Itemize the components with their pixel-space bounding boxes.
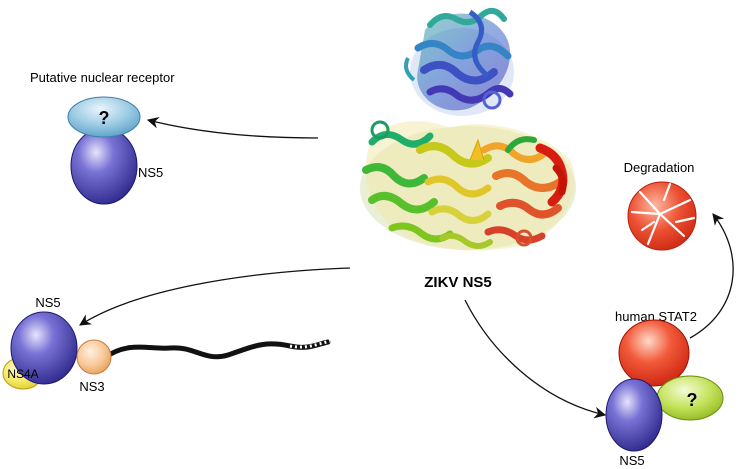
- arrow-to-nuclear-receptor: [146, 116, 319, 139]
- ns3-blob: [76, 339, 112, 375]
- ns5-blob-nuclear: [70, 127, 138, 205]
- ns5-protein-structure-icon: [360, 7, 576, 251]
- unknown-partner-mark: ?: [687, 390, 698, 410]
- protein-label: ZIKV NS5: [424, 274, 492, 291]
- ns4a-label: NS4A: [7, 367, 38, 381]
- nuclear-ns5-label: NS5: [138, 165, 163, 180]
- degradation-fragments-icon: [627, 181, 697, 251]
- arrow-to-replication-complex: [79, 267, 351, 326]
- nuclear-receptor-mark: ?: [99, 108, 110, 128]
- ns3-label: NS3: [79, 379, 104, 394]
- stat2-blob: [618, 319, 690, 387]
- ns5-blob-replication: [10, 311, 78, 385]
- stat2-label: human STAT2: [615, 309, 697, 324]
- ns5-blob-stat2: [605, 378, 663, 452]
- stat2-ns5-label: NS5: [619, 453, 644, 468]
- nuclear-receptor-label: Putative nuclear receptor: [30, 70, 175, 85]
- arrow-to-degradation: [689, 213, 734, 339]
- rna-strand: [101, 339, 331, 361]
- degradation-label: Degradation: [624, 160, 695, 175]
- replication-ns5-label: NS5: [35, 295, 60, 310]
- arrow-to-stat2-complex: [464, 299, 607, 419]
- nuclear-receptor-blob: [67, 96, 141, 138]
